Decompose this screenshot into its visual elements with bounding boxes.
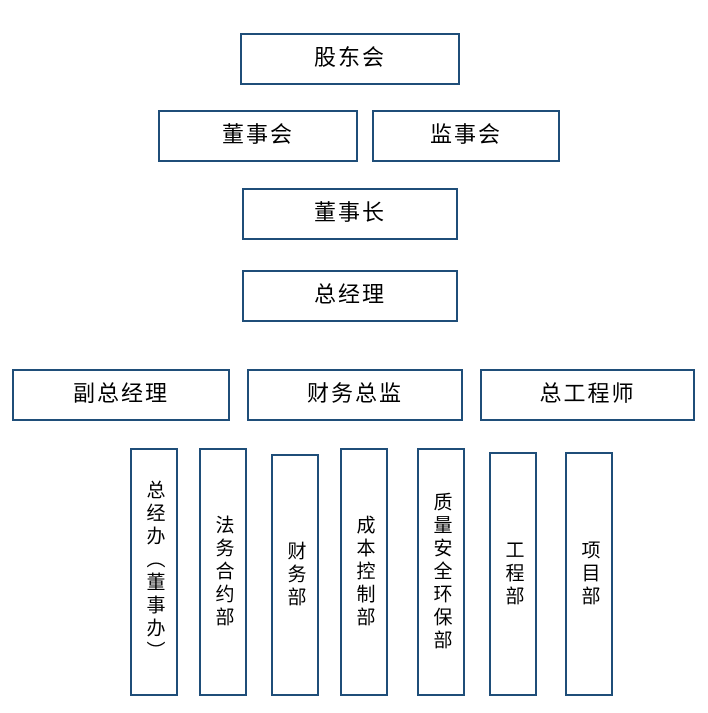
org-node-chief-financial-officer[interactable]: 财务总监 [247, 369, 463, 421]
org-node-engineering-dept[interactable]: 工程部 [489, 452, 537, 696]
org-node-label: 财务部 [284, 540, 307, 610]
org-node-label: 副总经理 [72, 382, 169, 407]
org-node-label: 财务总监 [306, 382, 403, 407]
org-node-label: 董事会 [221, 123, 294, 148]
org-node-label: 董事长 [313, 201, 386, 226]
org-node-label: 总工程师 [539, 382, 636, 407]
org-node-chief-engineer[interactable]: 总工程师 [480, 369, 695, 421]
org-node-label: 法务合约部 [212, 514, 235, 630]
org-node-legal-contract-dept[interactable]: 法务合约部 [199, 448, 247, 696]
org-node-label: 成本控制部 [353, 514, 376, 630]
org-node-gm-office[interactable]: 总经办（董事办） [130, 448, 178, 696]
org-node-label: 工程部 [502, 539, 525, 609]
org-node-board-of-directors[interactable]: 董事会 [158, 110, 358, 162]
org-node-deputy-general-manager[interactable]: 副总经理 [12, 369, 230, 421]
org-node-label: 总经理 [313, 283, 386, 308]
org-node-general-manager[interactable]: 总经理 [242, 270, 458, 322]
org-node-board-of-supervisors[interactable]: 监事会 [372, 110, 560, 162]
org-node-cost-control-dept[interactable]: 成本控制部 [340, 448, 388, 696]
org-node-label: 监事会 [429, 123, 502, 148]
org-node-label: 质量安全环保部 [430, 491, 453, 653]
org-node-label: 总经办（董事办） [143, 480, 166, 664]
org-node-quality-safety-environment-dept[interactable]: 质量安全环保部 [417, 448, 465, 696]
org-node-label: 项目部 [578, 539, 601, 609]
org-node-label: 股东会 [313, 46, 386, 71]
org-node-project-dept[interactable]: 项目部 [565, 452, 613, 696]
org-node-finance-dept[interactable]: 财务部 [271, 454, 319, 696]
org-node-chairman[interactable]: 董事长 [242, 188, 458, 240]
org-node-shareholders-meeting[interactable]: 股东会 [240, 33, 460, 85]
